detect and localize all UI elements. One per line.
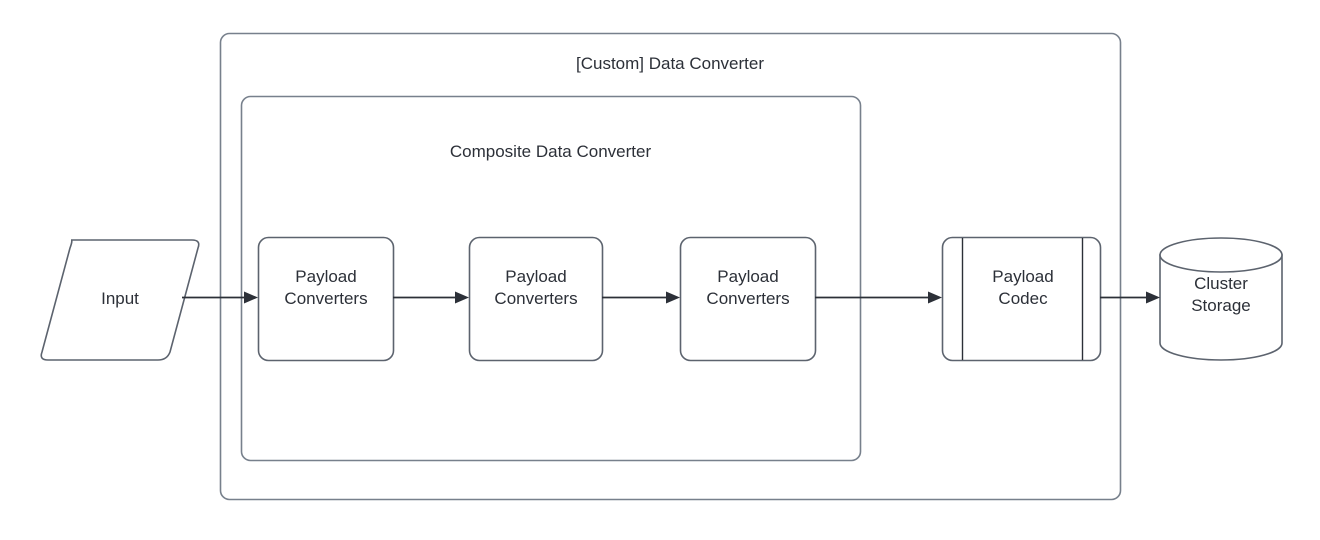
- node-payload-converters-1-label: Payload Converters: [284, 267, 368, 308]
- node-payload-converters-3-label: Payload Converters: [706, 267, 790, 308]
- node-payload-converters-3-shape[interactable]: [679, 236, 817, 362]
- node-payload-codec-shape[interactable]: [941, 236, 1102, 362]
- container-composite-data-converter-label: Composite Data Converter: [449, 142, 652, 161]
- node-input-shape[interactable]: [40, 239, 200, 361]
- container-custom-data-converter-label: [Custom] Data Converter: [575, 54, 764, 73]
- edge-converter2-to-converter3-arrowhead: [666, 291, 680, 304]
- edge-converter3-to-codec-arrowhead: [928, 291, 942, 304]
- node-payload-converters-2-label: Payload Converters: [494, 267, 578, 308]
- edge-input-to-converter1-arrowhead: [244, 291, 258, 304]
- edge-codec-to-storage-arrowhead: [1146, 291, 1160, 304]
- node-input-label: Input: [101, 289, 139, 308]
- node-cluster-storage-top: [1159, 237, 1283, 273]
- node-cluster-storage-label: Cluster Storage: [1191, 274, 1251, 315]
- node-cluster-storage-body[interactable]: [1159, 254, 1283, 361]
- node-payload-converters-2-shape[interactable]: [468, 236, 604, 362]
- node-payload-codec-label: Payload Codec: [992, 267, 1054, 308]
- edge-converter1-to-converter2-arrowhead: [455, 291, 469, 304]
- node-payload-converters-1-shape[interactable]: [257, 236, 395, 362]
